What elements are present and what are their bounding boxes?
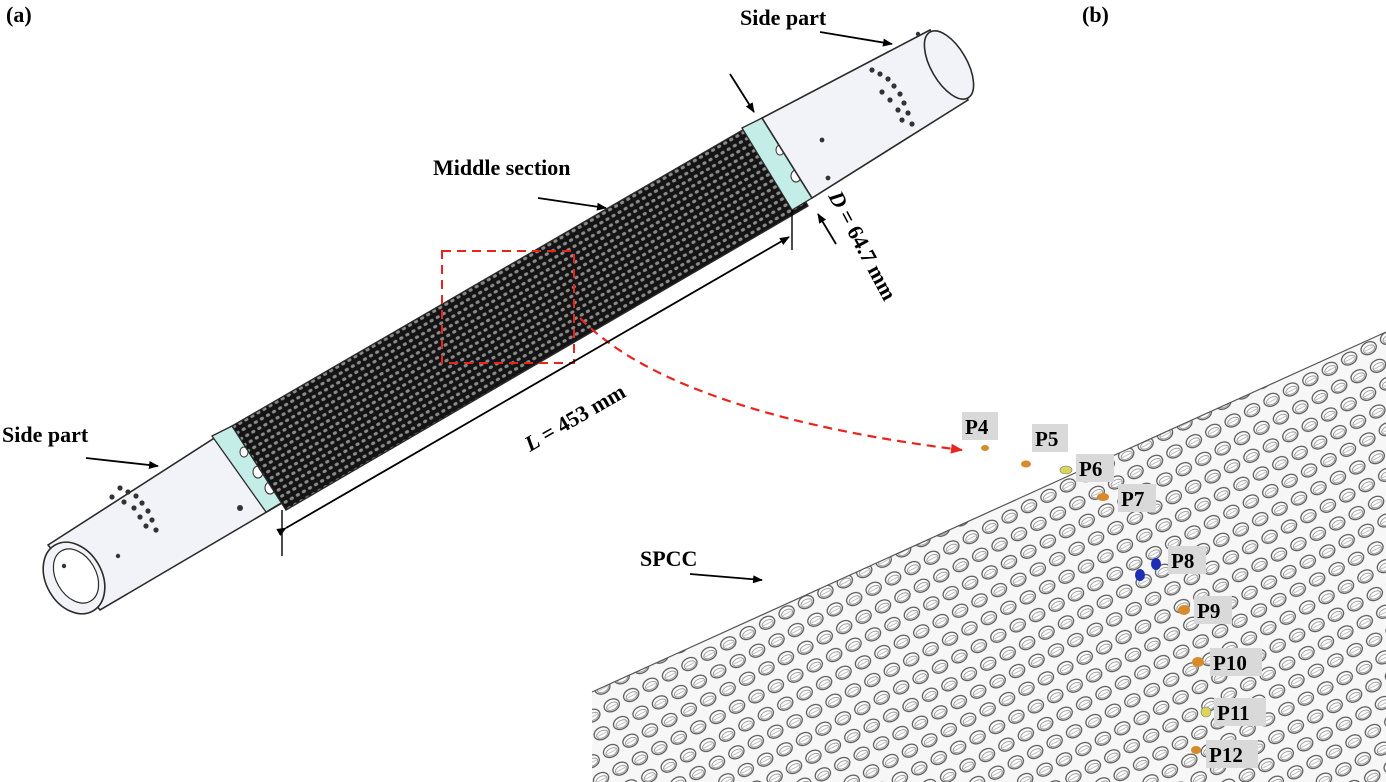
right-side-part	[760, 28, 975, 200]
probe-label-p8: P8	[1171, 549, 1194, 573]
probe-labels: P4 P5 P6 P7 P8 P9 P10 P11 P12	[962, 412, 1266, 768]
length-label: L = 453 mm	[519, 379, 629, 457]
probe-label-p12: P12	[1209, 743, 1243, 767]
side-part-top-arrow	[819, 31, 893, 47]
probe-label-p10: P10	[1213, 651, 1247, 675]
probe-markers	[981, 445, 1212, 754]
probe-label-p11: P11	[1217, 701, 1250, 725]
panel-b-label: (b)	[1082, 2, 1109, 27]
side-part-left-arrow	[85, 457, 159, 469]
diameter-label: D = 64.7 mm	[823, 186, 902, 305]
side-part-top-label: Side part	[740, 5, 827, 30]
probe-label-p6: P6	[1079, 457, 1102, 481]
pipe-assembly: L = 453 mm D = 64.7 mm Side part Middle …	[2, 5, 975, 615]
zoom-arrow	[579, 317, 963, 454]
probe-label-p9: P9	[1197, 599, 1220, 623]
spcc-label: SPCC	[640, 546, 697, 571]
probe-label-p4: P4	[965, 415, 989, 439]
spcc-arrow	[689, 573, 763, 584]
diameter-arrow-bottom	[817, 213, 837, 245]
diameter-arrow-top	[729, 73, 755, 113]
left-side-part	[42, 426, 284, 615]
left-vent-holes	[61, 485, 243, 569]
probe-label-p7: P7	[1121, 487, 1144, 511]
middle-section-label: Middle section	[433, 155, 571, 180]
probe-label-p5: P5	[1035, 427, 1058, 451]
right-vent-holes	[819, 31, 921, 181]
length-dimension	[276, 210, 793, 556]
middle-section-arrow	[537, 197, 607, 211]
zoomed-mesh-panel: P4 P5 P6 P7 P8 P9 P10 P11 P12 SPCC	[591, 331, 1386, 782]
side-part-left-label: Side part	[2, 422, 89, 447]
panel-a-label: (a)	[6, 2, 32, 27]
